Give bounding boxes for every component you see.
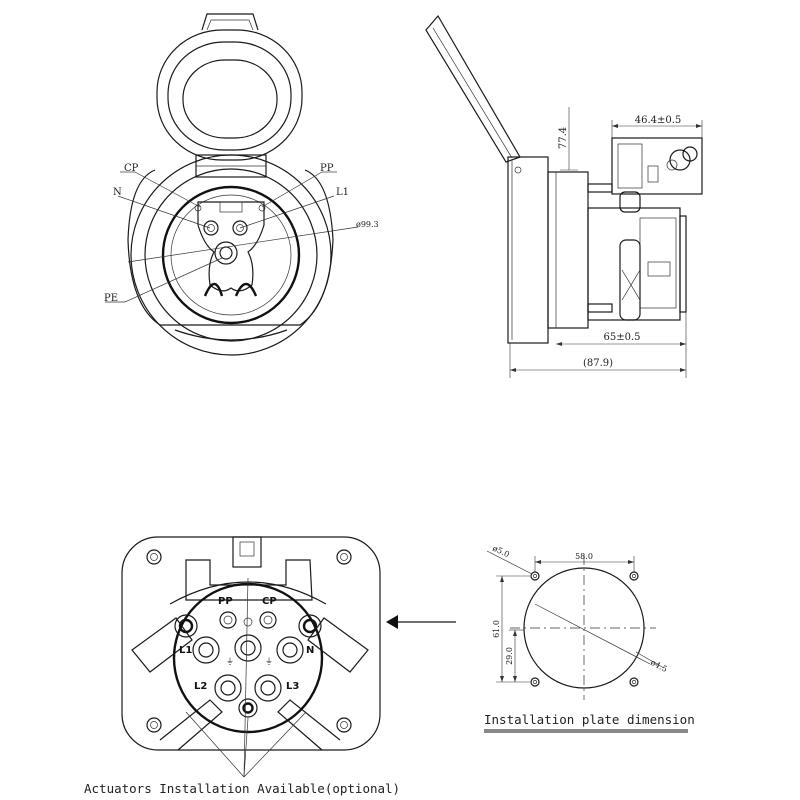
side-body	[547, 171, 589, 329]
pin-cp	[194, 204, 202, 212]
label-l3: L3	[286, 681, 299, 692]
plate-caption: Installation plate dimension	[484, 712, 695, 727]
side-lid	[425, 14, 521, 163]
pin-l3	[254, 674, 282, 702]
pin-pe	[238, 698, 258, 718]
caption-underline	[484, 729, 688, 733]
pin-center	[234, 634, 262, 662]
side-flange	[507, 156, 549, 344]
dim-top-width: 46.4±0.5	[635, 115, 682, 126]
label-diameter: ø99.3	[356, 220, 379, 229]
label-cp: CP	[262, 596, 277, 607]
body-ring	[144, 168, 318, 342]
lid-inner	[167, 41, 292, 151]
lid-window	[182, 59, 278, 139]
installation-plate: 58.0 61.0 29.0 ø5.0 ø4.5 Installation pl…	[484, 544, 695, 733]
plate-hole	[530, 677, 540, 687]
plate-dim-width: 58.0	[575, 552, 593, 561]
label-pp: PP	[218, 596, 233, 607]
socket-face: ⏚ ⏚ PP CP L1 N L2 L3 Actuators Installat…	[84, 536, 400, 796]
dim-bottom-width: 65±0.5	[603, 332, 640, 343]
body-shoulders	[127, 169, 334, 326]
label-l1: L1	[336, 187, 349, 198]
plate-dim-height: 61.0	[492, 620, 501, 638]
body-outer-ring	[130, 154, 332, 356]
pin-l1	[232, 220, 248, 236]
plate-hole	[530, 571, 540, 581]
socket-caption: Actuators Installation Available(optiona…	[84, 781, 400, 796]
svg-text:⏚: ⏚	[265, 657, 273, 666]
actuator-arm-left	[131, 617, 193, 673]
label-pp: PP	[320, 163, 334, 174]
label-l2: L2	[194, 681, 207, 692]
label-n: N	[306, 645, 314, 656]
label-cp: CP	[124, 163, 139, 174]
pin-pp	[219, 611, 237, 629]
label-l1: L1	[179, 645, 192, 656]
side-actuator	[611, 137, 703, 195]
label-pe: PE	[104, 293, 118, 304]
pin-cp	[259, 611, 277, 629]
plate-hole-left: ø5.0	[491, 544, 511, 560]
dim-overall: (87.9)	[583, 358, 613, 369]
actuator-arm-right	[307, 617, 369, 673]
dim-height: 77.4	[558, 127, 569, 149]
plate-hole-right: ø4.5	[649, 658, 669, 674]
label-n: N	[113, 187, 122, 198]
side-rear-housing	[587, 207, 681, 321]
pin-l2	[214, 674, 242, 702]
pin-pe	[214, 241, 238, 265]
pin-pp	[258, 204, 266, 212]
side-lever	[619, 239, 641, 321]
latch	[232, 536, 262, 568]
front-view: CP PP N L1 PE ø99.3	[104, 13, 379, 356]
pin-carrier	[197, 201, 265, 292]
plate-hole	[629, 571, 639, 581]
direction-arrow	[386, 615, 456, 629]
plate-hole	[629, 677, 639, 687]
svg-text:⏚: ⏚	[226, 657, 234, 666]
plate-dim-center: 29.0	[505, 647, 514, 665]
pin-n	[203, 220, 219, 236]
pin-n	[276, 636, 304, 664]
socket-bore	[161, 185, 301, 325]
side-view: 77.4 46.4±0.5 65±0.5 (87.9)	[425, 14, 703, 378]
lid-outer	[156, 29, 303, 161]
pin-l1	[192, 636, 220, 664]
lid-tab	[201, 13, 259, 31]
